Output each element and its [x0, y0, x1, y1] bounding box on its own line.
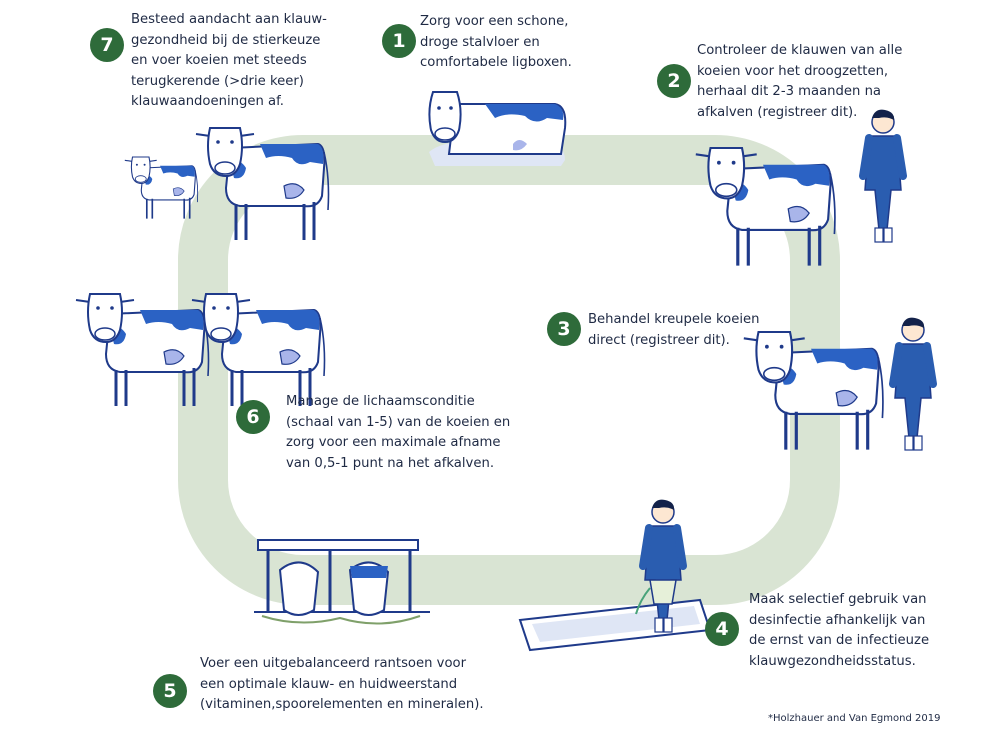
footbath-illustration — [518, 598, 712, 652]
step-5-text: Voer een uitgebalanceerd rantsoen voor e… — [200, 656, 484, 712]
step-2-text: Controleer de klauwen van alle koeien vo… — [697, 43, 903, 120]
step-2-badge: 2 — [657, 64, 691, 98]
lying-cow-illustration — [428, 91, 567, 166]
farmer-illustration-step2 — [863, 110, 903, 242]
bucket-illustration — [635, 579, 677, 615]
step-1-badge: 1 — [382, 24, 416, 58]
footnote: *Holzhauer and Van Egmond 2019 — [768, 713, 941, 724]
farmer-illustration-step3 — [893, 318, 933, 450]
step-7-text: Besteed aandacht aan klauw- gezondheid b… — [131, 12, 327, 109]
feeding-fence-illustration — [254, 539, 430, 625]
step-6-badge: 6 — [236, 400, 270, 434]
step-4-text: Maak selectief gebruik van desinfectie a… — [749, 592, 930, 669]
step-5-badge: 5 — [153, 674, 187, 708]
step-3-text: Behandel kreupele koeien direct (registr… — [588, 312, 760, 348]
step-7-badge: 7 — [90, 28, 124, 62]
step-3-badge: 3 — [547, 312, 581, 346]
step-6-text: Manage de lichaamsconditie (schaal van 1… — [286, 394, 511, 471]
step-1-text: Zorg voor een schone, droge stalvloer en… — [420, 14, 572, 70]
step-4-badge: 4 — [705, 612, 739, 646]
calf-illustration-step7 — [123, 156, 199, 220]
